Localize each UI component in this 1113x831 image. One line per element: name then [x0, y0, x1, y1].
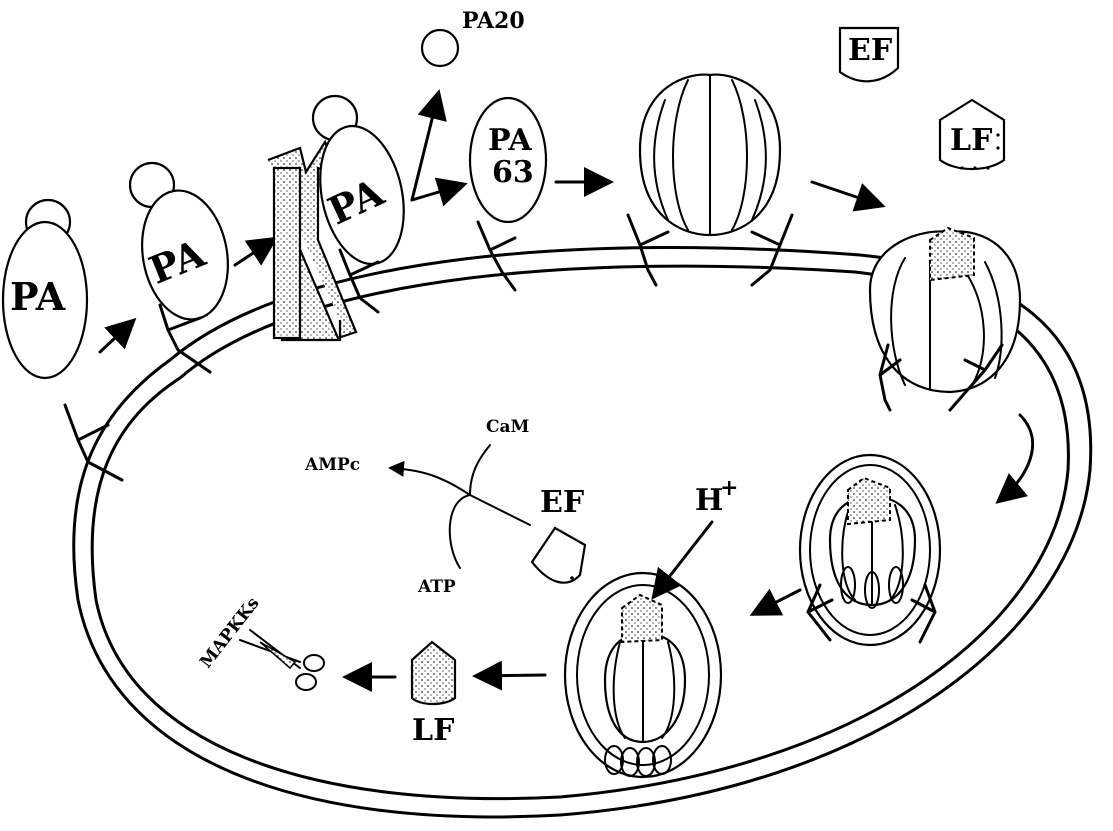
proton-label-group: H +: [655, 475, 738, 595]
arrow-proton: [655, 522, 712, 595]
arrow-to-protease: [235, 240, 273, 265]
h-plus-superscript: +: [720, 475, 738, 501]
pa83-free: PA: [3, 200, 87, 378]
lf-free: LF: [940, 100, 1004, 170]
camp-reaction: AMPc CaM ATP: [304, 417, 530, 597]
ef-free-label: EF: [848, 33, 892, 68]
pa63: PA 63: [470, 98, 546, 290]
heptamer-with-lf: [870, 228, 1020, 410]
arrow-cleavage: [412, 95, 462, 200]
lf-free-label: LF: [950, 123, 992, 158]
ef-cytosol: EF: [532, 485, 585, 583]
ef-cytosol-label: EF: [540, 485, 584, 520]
camp-label: AMPc: [304, 455, 360, 475]
arrow-endocytosis: [1000, 415, 1033, 500]
cam-label: CaM: [486, 417, 530, 437]
endosome-1: [800, 455, 940, 645]
scissors-icon: [240, 630, 324, 690]
arrow-bind: [100, 322, 132, 352]
lf-cytosol: LF: [412, 642, 455, 748]
endosome-2: [565, 573, 721, 777]
ef-free: EF: [840, 28, 898, 81]
arrow-ef-lf-binding: [812, 182, 880, 205]
pa20-fragment: PA20: [422, 8, 525, 66]
arrow-lf-release: [478, 675, 545, 676]
pa63-heptamer: [628, 75, 792, 285]
pa63-label-line1: PA: [488, 123, 532, 158]
pa83-bound: PA: [130, 163, 238, 372]
pa-label-1: PA: [10, 274, 66, 319]
arrow-to-acidic-endosome: [755, 590, 800, 613]
atp-label: ATP: [417, 577, 456, 597]
pa63-label-line2: 63: [492, 155, 534, 190]
pa20-label: PA20: [462, 8, 525, 34]
lf-cytosol-label: LF: [412, 713, 454, 748]
